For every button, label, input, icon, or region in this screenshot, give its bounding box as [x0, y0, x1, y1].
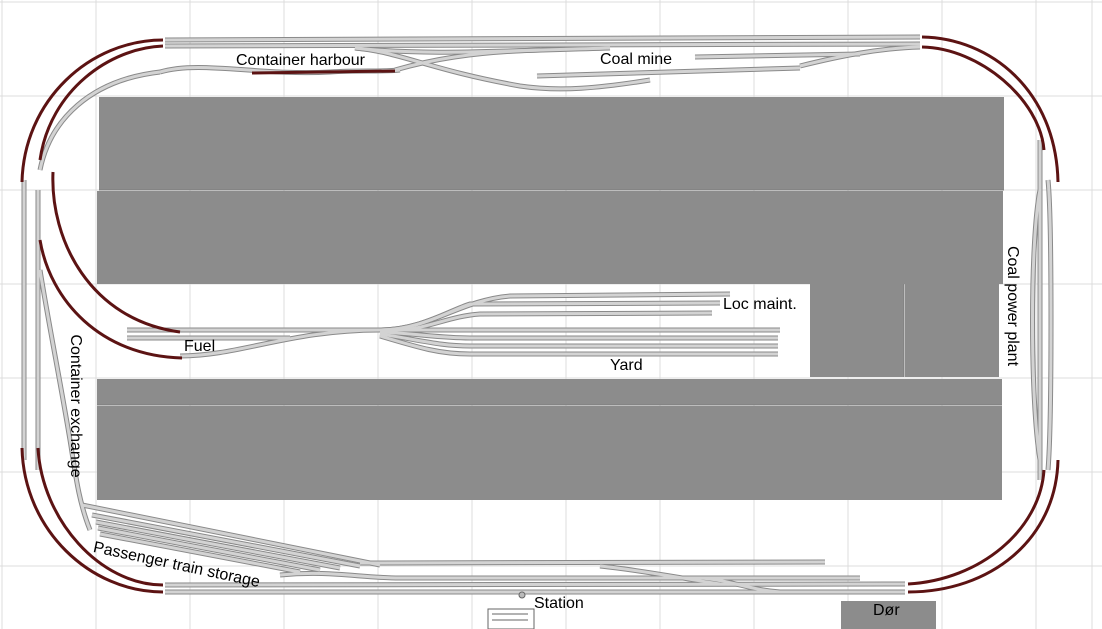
label-coal-mine: Coal mine — [600, 51, 673, 68]
label-container-harbour: Container harbour — [236, 52, 365, 69]
label-station: Station — [534, 595, 584, 612]
bench-right-2 — [905, 284, 999, 377]
bench-lower-2 — [97, 406, 1002, 500]
label-loc-maint: Loc maint. — [723, 296, 797, 313]
bench-right-1 — [810, 284, 904, 377]
label-yard: Yard — [610, 357, 643, 374]
curve-tracks — [20, 35, 1060, 594]
bench-upper-1 — [99, 97, 1004, 190]
bench-blocks — [97, 97, 1004, 629]
door-block — [841, 601, 936, 629]
bench-lower-1 — [97, 379, 1002, 405]
bench-upper-2 — [97, 191, 1003, 284]
label-coal-power-plant: Coal power plant — [1004, 245, 1021, 367]
label-fuel: Fuel — [184, 338, 216, 355]
label-door: Dør — [873, 602, 900, 619]
label-container-exchange: Container exchange — [67, 334, 84, 478]
station-building — [487, 591, 535, 629]
